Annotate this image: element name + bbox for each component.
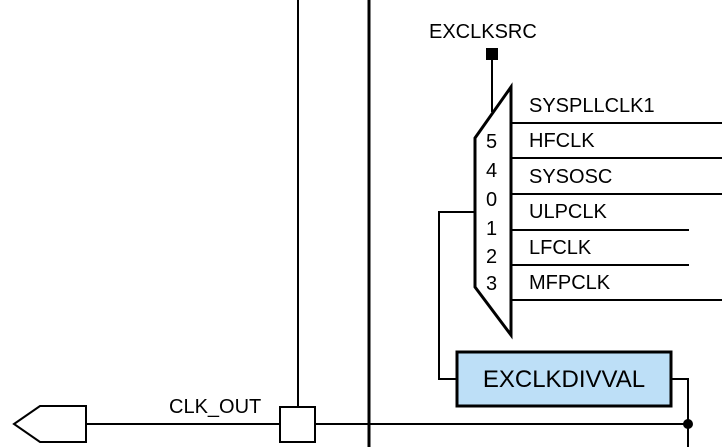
mux-index: 1: [486, 218, 497, 240]
mux-output-wire: [438, 211, 475, 380]
mux-index-labels: 5 4 0 1 2 3: [486, 131, 497, 295]
input-signal-label: HFCLK: [529, 130, 595, 152]
select-pin-marker: [486, 48, 498, 60]
mux-select-label: EXCLKSRC: [429, 21, 537, 43]
divider-block-label: EXCLKDIVVAL: [483, 366, 645, 393]
output-gate: [279, 406, 316, 443]
clk-out-label: CLK_OUT: [169, 396, 261, 418]
mux-index: 2: [486, 246, 497, 268]
mux-index: 4: [486, 160, 497, 182]
input-signal-label: SYSPLLCLK1: [529, 95, 655, 117]
clock-source-mux: [473, 82, 513, 340]
divider-block: [455, 350, 673, 408]
mux-index: 0: [486, 189, 497, 211]
input-signal-label: LFCLK: [529, 237, 592, 259]
mux-input-labels: SYSPLLCLK1 HFCLK SYSOSC ULPCLK LFCLK MFP…: [529, 95, 655, 294]
mux-index: 5: [486, 131, 497, 153]
input-signal-label: MFPCLK: [529, 272, 611, 294]
clk-out-pin: [12, 405, 87, 443]
divider-output-wire: [671, 378, 689, 424]
mux-input-lines: [511, 122, 722, 301]
input-signal-label: ULPCLK: [529, 201, 607, 223]
input-signal-label: SYSOSC: [529, 166, 612, 188]
mux-index: 3: [486, 273, 497, 295]
